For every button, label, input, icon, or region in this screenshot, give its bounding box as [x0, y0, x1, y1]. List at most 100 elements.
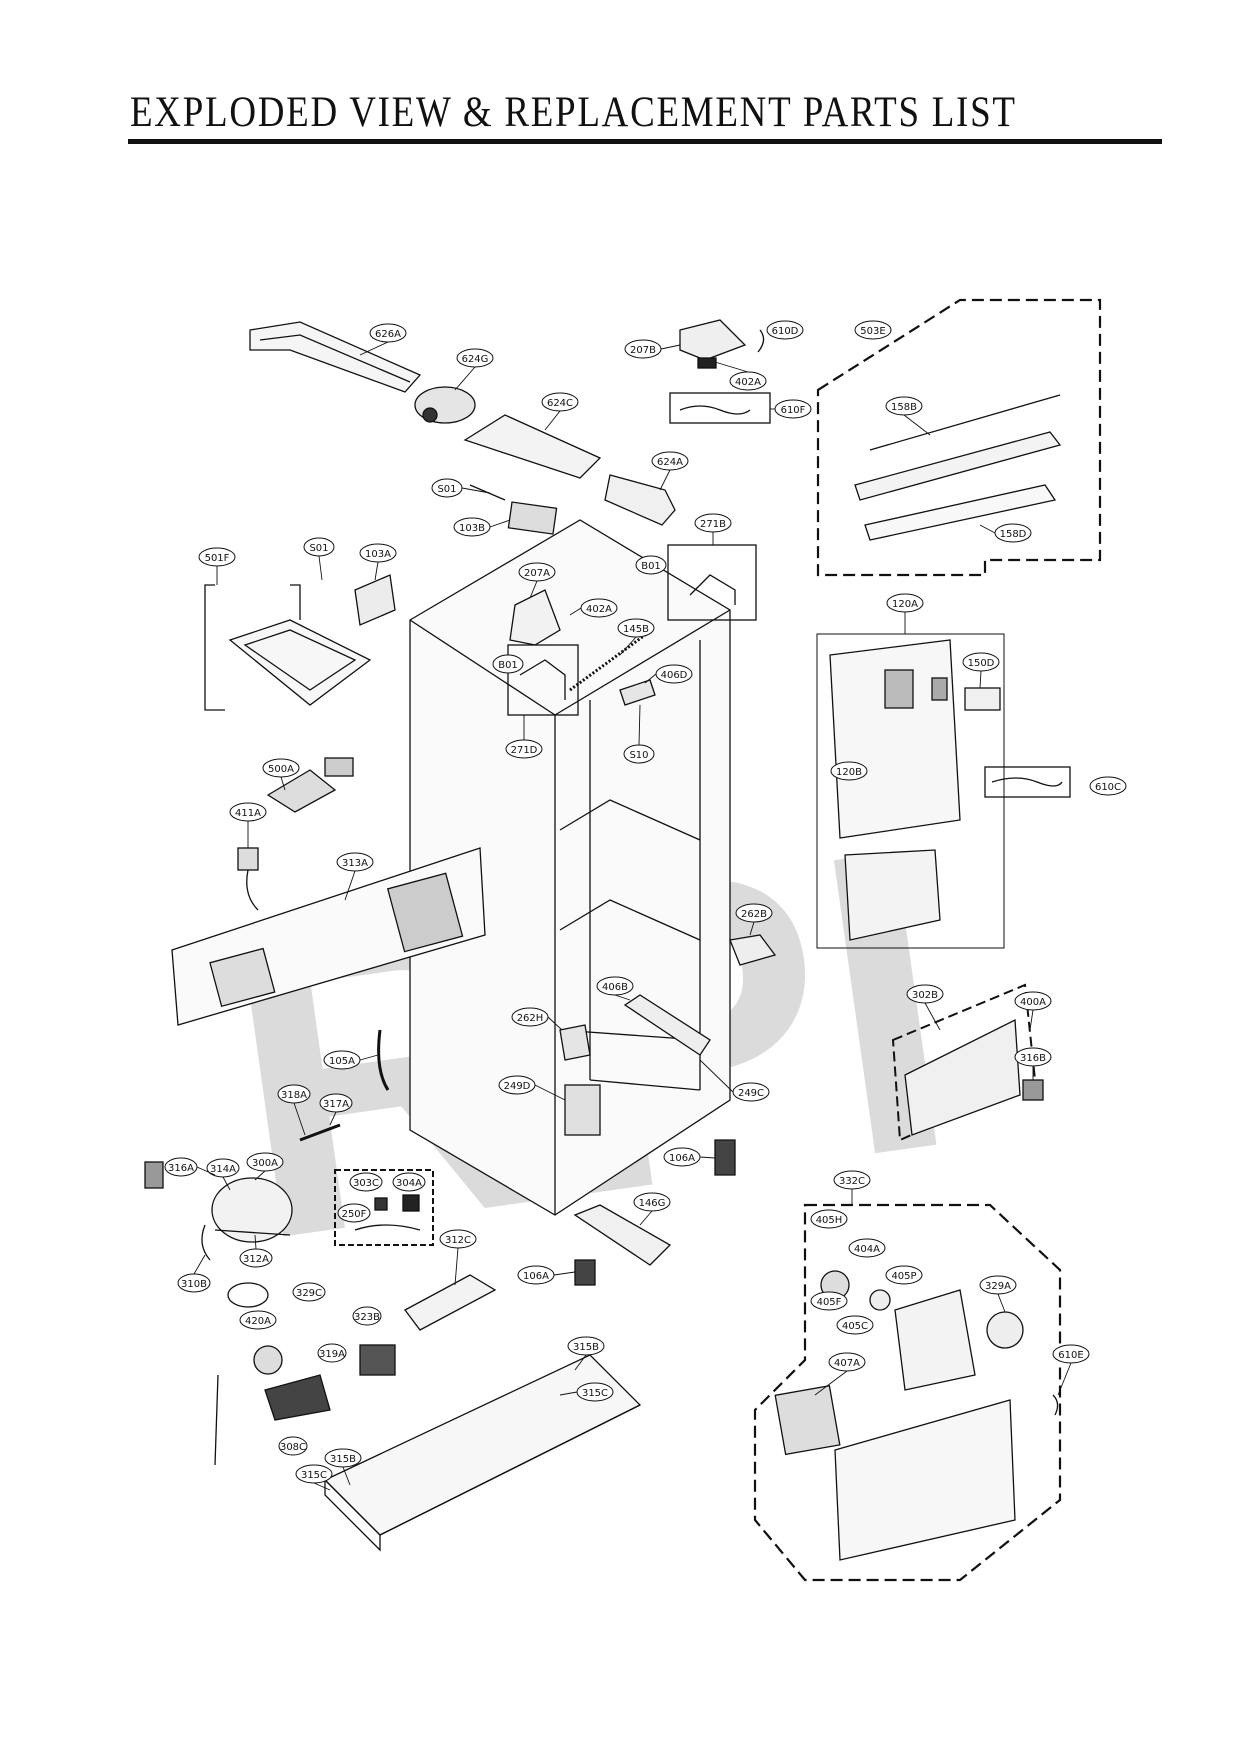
- part-label-318A: 318A: [277, 1084, 311, 1104]
- svg-text:501F: 501F: [205, 553, 230, 564]
- svg-text:405P: 405P: [891, 1271, 916, 1282]
- svg-text:405F: 405F: [817, 1297, 842, 1308]
- page-title: EXPLODED VIEW & REPLACEMENT PARTS LIST: [130, 89, 1017, 136]
- part-308C-drawing: [264, 1374, 331, 1421]
- part-300A-drawing: [211, 1177, 293, 1243]
- svg-text:207B: 207B: [630, 345, 656, 356]
- part-label-610F: 610F: [774, 399, 812, 419]
- svg-text:319A: 319A: [319, 1349, 345, 1360]
- part-302B-outline: [891, 983, 1037, 1142]
- part-label-S10: S10: [623, 744, 655, 764]
- part-label-315C-b: 315C: [295, 1464, 333, 1484]
- part-label-503E: 503E: [854, 320, 892, 340]
- part-label-332C: 332C: [833, 1170, 871, 1190]
- svg-text:405H: 405H: [816, 1215, 843, 1226]
- part-label-312C: 312C: [439, 1229, 477, 1249]
- part-label-158D: 158D: [994, 523, 1032, 543]
- part-207B-drawing: [679, 319, 747, 361]
- svg-text:271D: 271D: [511, 745, 538, 756]
- svg-text:315B: 315B: [573, 1342, 599, 1353]
- svg-text:314A: 314A: [210, 1164, 236, 1175]
- svg-text:610F: 610F: [781, 405, 806, 416]
- svg-text:610D: 610D: [772, 326, 799, 337]
- part-120A-box: [816, 633, 1005, 949]
- part-103A-drawing: [354, 574, 396, 626]
- part-label-106A-b: 106A: [517, 1265, 555, 1285]
- svg-text:249C: 249C: [738, 1088, 764, 1099]
- part-label-207A: 207A: [518, 562, 556, 582]
- part-label-103A: 103A: [359, 543, 397, 563]
- part-label-405F: 405F: [810, 1291, 848, 1311]
- part-label-S01-top: S01: [431, 478, 463, 498]
- svg-text:332C: 332C: [839, 1176, 865, 1187]
- part-420A-drawing: [227, 1282, 269, 1308]
- part-label-317A: 317A: [319, 1093, 353, 1113]
- svg-text:400A: 400A: [1020, 997, 1046, 1008]
- svg-text:624A: 624A: [657, 457, 683, 468]
- svg-text:610E: 610E: [1058, 1350, 1083, 1361]
- svg-text:271B: 271B: [700, 519, 726, 530]
- part-label-250F: 250F: [337, 1203, 371, 1223]
- part-207A-drawing: [509, 589, 561, 646]
- part-label-145B: 145B: [617, 618, 655, 638]
- part-label-400A: 400A: [1014, 991, 1052, 1011]
- svg-text:312A: 312A: [243, 1254, 269, 1265]
- part-label-610D: 610D: [766, 320, 804, 340]
- part-label-319A: 319A: [317, 1343, 347, 1363]
- svg-text:610C: 610C: [1095, 782, 1121, 793]
- part-label-103B: 103B: [453, 517, 491, 537]
- part-label-610E: 610E: [1052, 1344, 1090, 1364]
- svg-text:329A: 329A: [985, 1281, 1011, 1292]
- part-624C-drawing: [463, 414, 602, 479]
- part-317A-drawing: [299, 1123, 341, 1142]
- part-label-207B: 207B: [624, 339, 662, 359]
- part-label-624G: 624G: [456, 348, 494, 368]
- svg-text:250F: 250F: [342, 1209, 367, 1220]
- part-106A-foot-b-drawing: [574, 1259, 596, 1286]
- svg-text:316A: 316A: [168, 1163, 194, 1174]
- part-label-249C: 249C: [732, 1082, 770, 1102]
- svg-text:315C: 315C: [301, 1470, 327, 1481]
- svg-text:315C: 315C: [582, 1388, 608, 1399]
- part-271D-box: [507, 644, 579, 716]
- svg-text:300A: 300A: [252, 1158, 278, 1169]
- part-label-316A: 316A: [164, 1157, 198, 1177]
- svg-text:626A: 626A: [375, 329, 401, 340]
- part-249D-drawing: [564, 1084, 601, 1136]
- svg-text:158B: 158B: [891, 402, 917, 413]
- part-label-150D: 150D: [962, 652, 1000, 672]
- part-label-314A: 314A: [206, 1158, 240, 1178]
- svg-text:120B: 120B: [836, 767, 862, 778]
- part-label-146G: 146G: [633, 1192, 671, 1212]
- svg-text:106A: 106A: [523, 1271, 549, 1282]
- part-label-304A: 304A: [392, 1172, 426, 1192]
- part-label-501F: 501F: [198, 547, 236, 567]
- svg-text:406D: 406D: [661, 670, 688, 681]
- svg-text:S01: S01: [437, 484, 456, 495]
- svg-text:402A: 402A: [586, 604, 612, 615]
- svg-text:329C: 329C: [296, 1288, 322, 1299]
- svg-text:304A: 304A: [396, 1178, 422, 1189]
- svg-text:103A: 103A: [365, 549, 391, 560]
- svg-text:207A: 207A: [524, 568, 550, 579]
- svg-text:315B: 315B: [330, 1454, 356, 1465]
- svg-text:249D: 249D: [504, 1081, 531, 1092]
- part-316A-swatch: [144, 1161, 164, 1189]
- svg-text:158D: 158D: [1000, 529, 1027, 540]
- part-label-271B: 271B: [694, 513, 732, 533]
- svg-text:106A: 106A: [669, 1153, 695, 1164]
- part-624A-drawing: [604, 474, 676, 526]
- svg-text:120A: 120A: [892, 599, 918, 610]
- part-501F-bracket: [204, 584, 225, 711]
- part-label-249D: 249D: [498, 1075, 536, 1095]
- part-label-624A: 624A: [651, 451, 689, 471]
- part-332C-outline: [753, 1203, 1062, 1582]
- part-411A-drawing: [237, 847, 259, 871]
- part-label-315B-a: 315B: [567, 1336, 605, 1356]
- part-label-300A: 300A: [246, 1152, 284, 1172]
- part-label-303C: 303C: [349, 1172, 383, 1192]
- svg-text:303C: 303C: [353, 1178, 379, 1189]
- part-label-B01-right: B01: [635, 555, 667, 575]
